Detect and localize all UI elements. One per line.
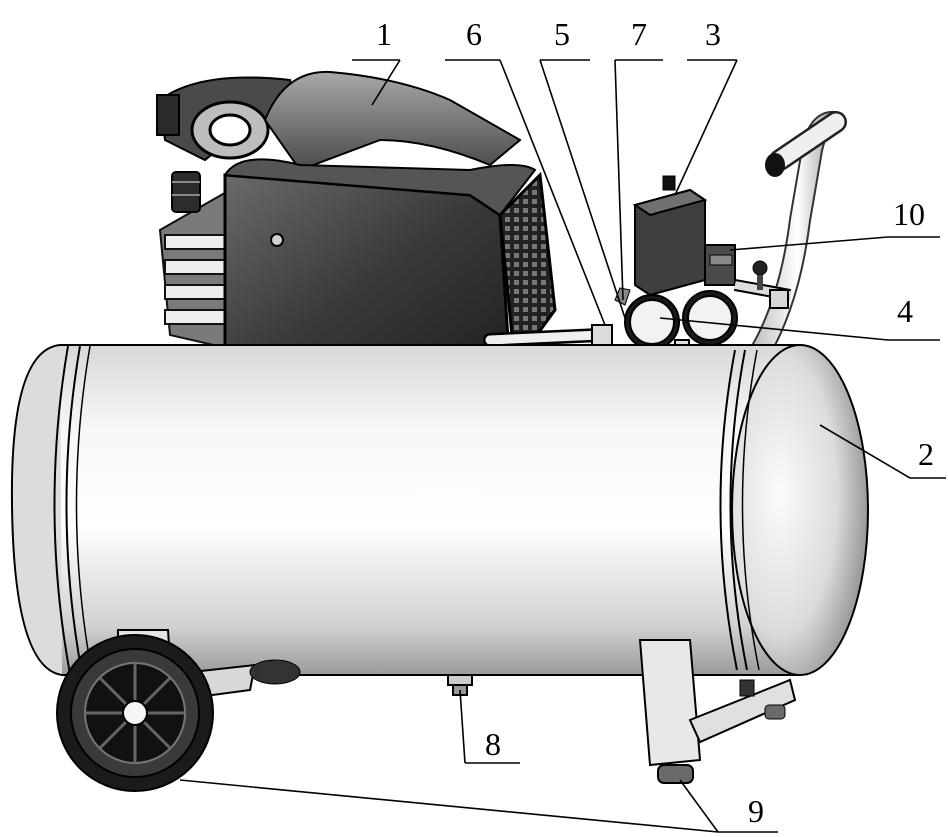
wheel-hub <box>122 700 148 726</box>
wheel-assembly <box>56 629 301 792</box>
handle <box>749 110 847 363</box>
label-6: 6 <box>466 16 482 52</box>
label-4: 4 <box>897 293 913 329</box>
label-2: 2 <box>918 436 934 472</box>
handle-grip <box>765 153 785 177</box>
rear-foot-bracket <box>638 639 797 784</box>
leader-lines <box>179 59 946 833</box>
regulator-assembly <box>704 244 792 309</box>
callout-labels: 1 6 5 7 3 10 4 2 8 9 <box>376 16 934 829</box>
check-valve <box>591 324 613 348</box>
receiver-tank <box>10 344 869 676</box>
label-7: 7 <box>631 16 647 52</box>
discharge-pipe <box>483 324 613 348</box>
label-10: 10 <box>893 196 925 232</box>
pressure-switch <box>632 175 708 297</box>
rubber-foot <box>657 764 694 784</box>
label-5: 5 <box>554 16 570 52</box>
label-3: 3 <box>705 16 721 52</box>
label-1: 1 <box>376 16 392 52</box>
label-9: 9 <box>748 793 764 829</box>
label-8: 8 <box>485 726 501 762</box>
